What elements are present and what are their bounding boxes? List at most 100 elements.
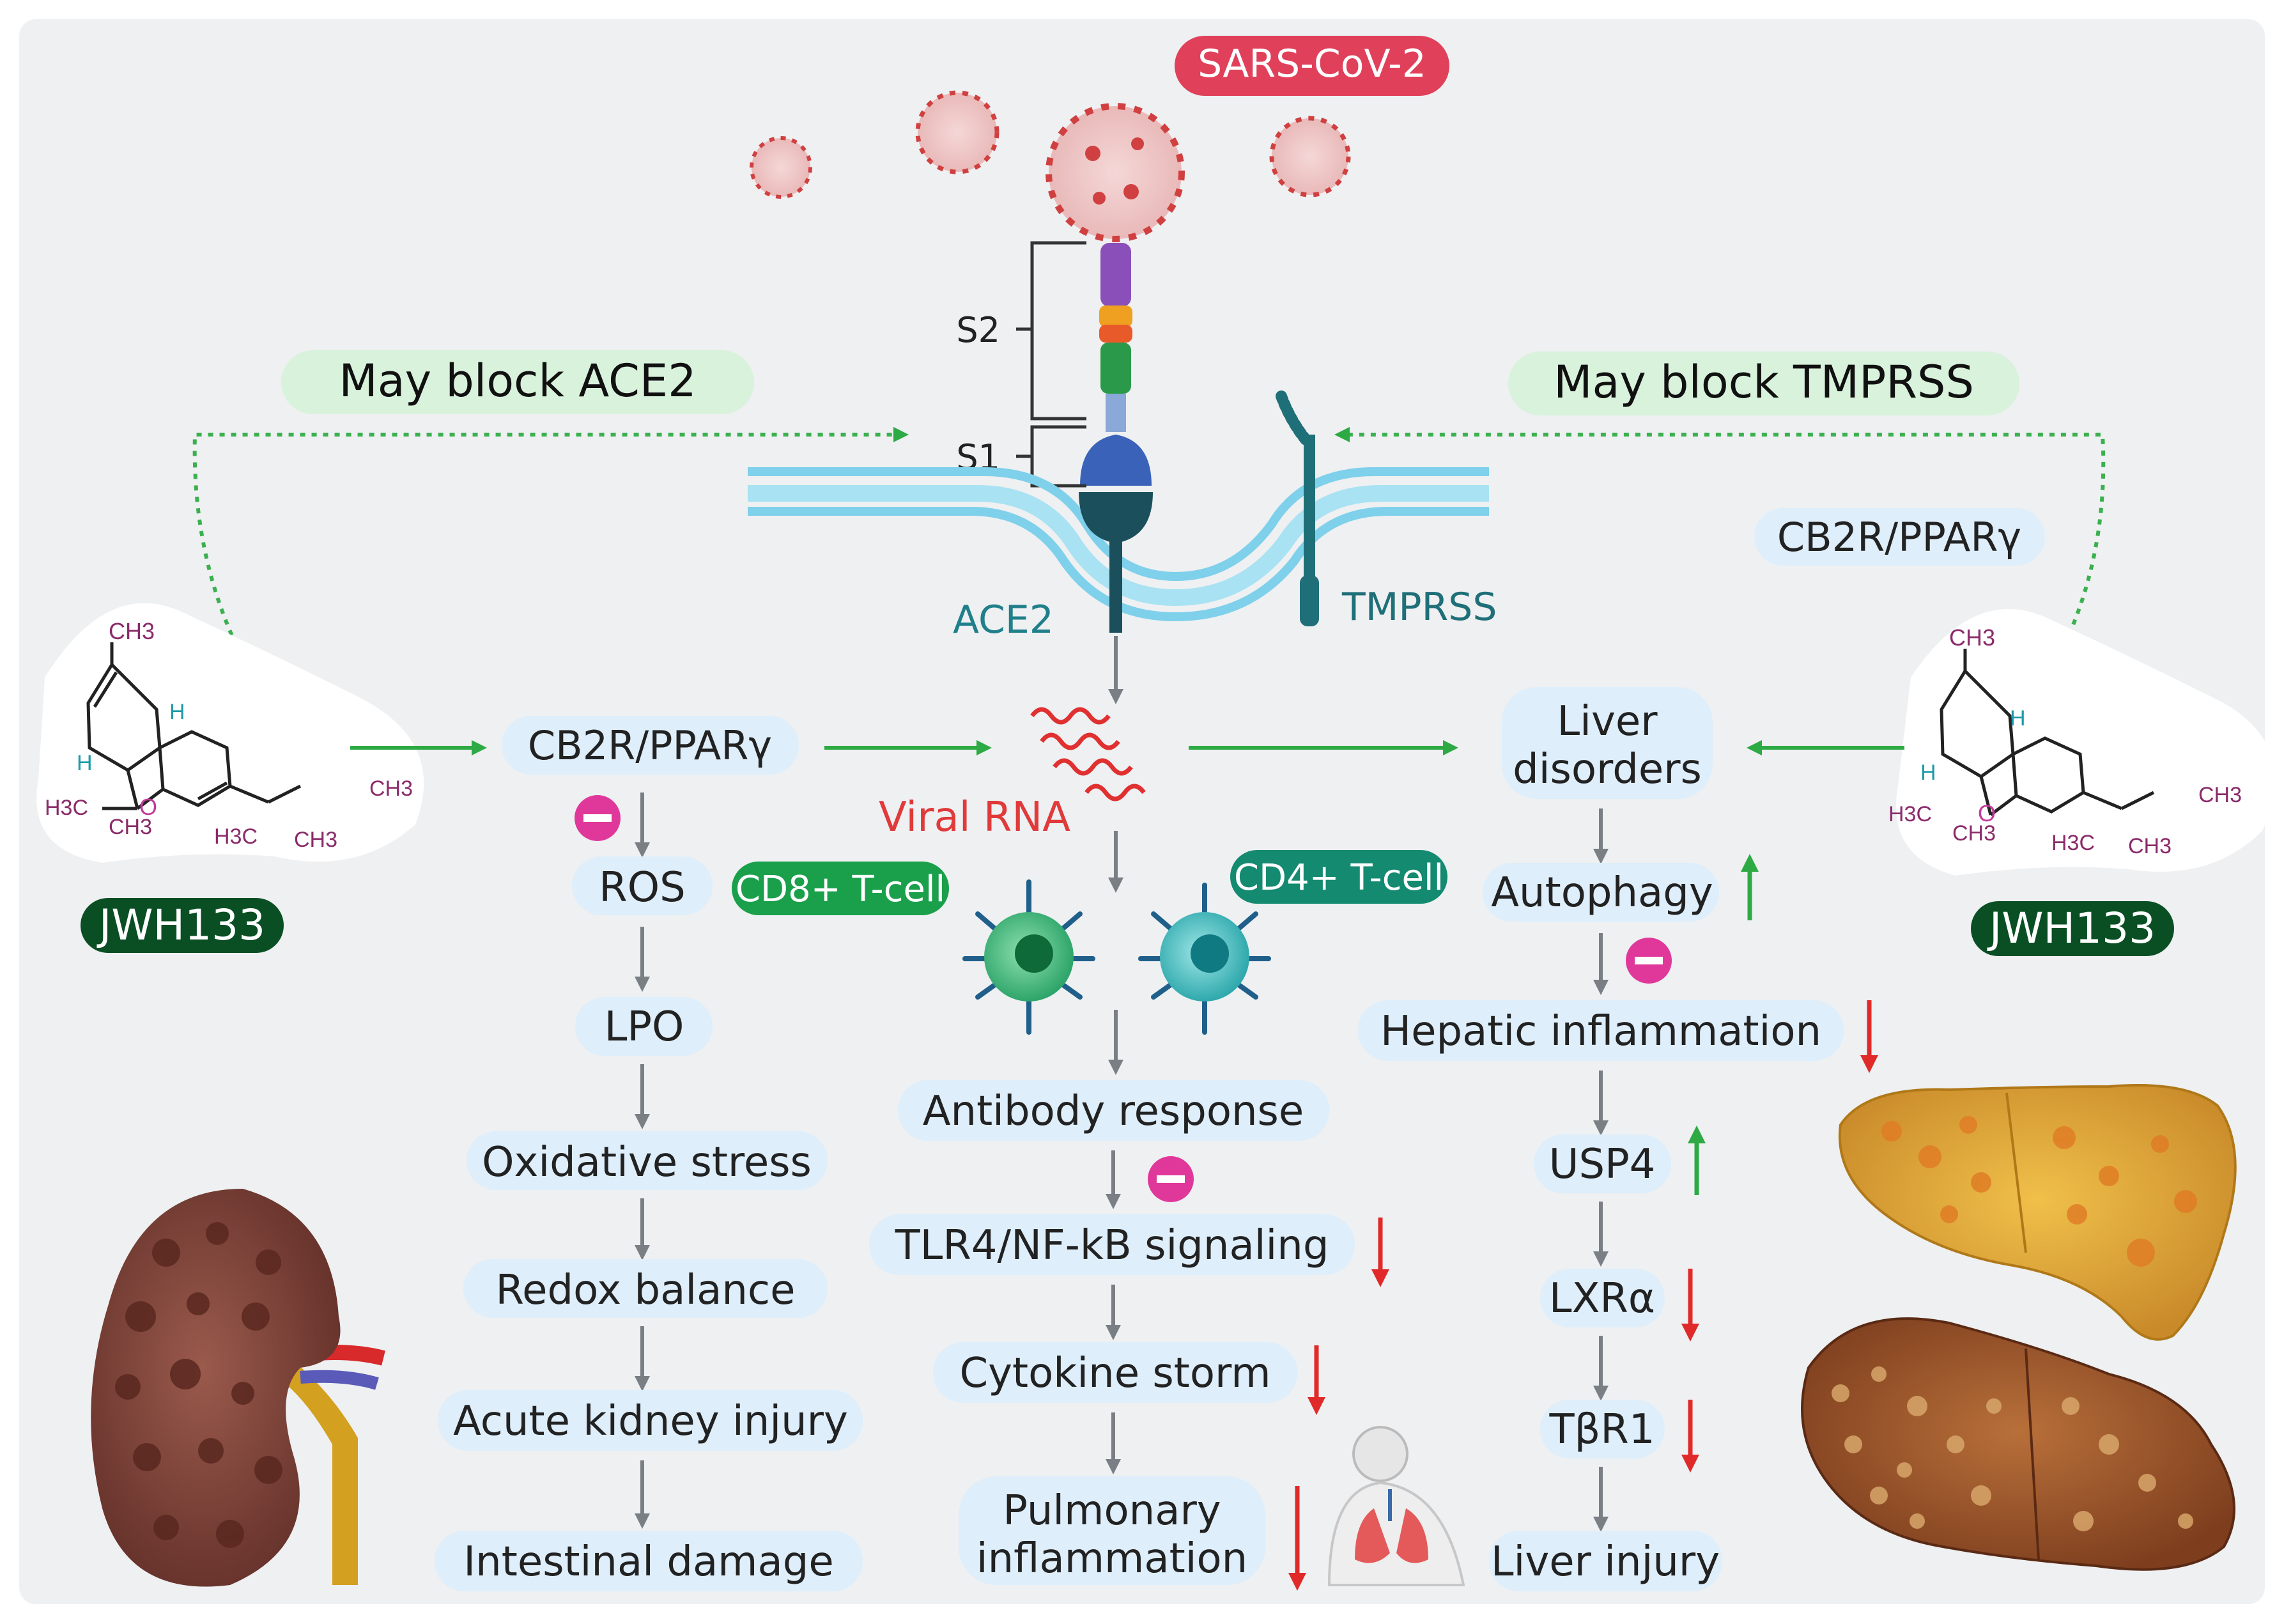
coughing-person-icon <box>1327 1426 1465 1586</box>
antibody-response-node: Antibody response <box>898 1080 1329 1141</box>
methyl-label: CH3 <box>109 815 152 839</box>
jwh133-badge-right: JWH133 <box>1971 901 2174 956</box>
methyl-label: CH3 <box>1949 624 1995 651</box>
methyl-label: H3C <box>214 824 258 849</box>
lpo-node: LPO <box>575 997 713 1056</box>
oxygen-label: O <box>1978 800 1996 826</box>
jwh133-right-label: JWH133 <box>1987 904 2156 953</box>
hydrogen-label: H <box>1920 761 1936 785</box>
methyl-label: CH3 <box>294 828 337 852</box>
cirrhotic-liver-icon <box>1801 1317 2235 1571</box>
tmprss-receptor: TMPRSS <box>1276 391 1497 630</box>
damaged-kidney-icon <box>91 1189 385 1587</box>
hepatic-inflammation-label: Hepatic inflammation <box>1380 1008 1821 1055</box>
pulmonary-label-line1: Pulmonary <box>1003 1487 1221 1535</box>
usp4-node: USP4 <box>1534 1134 1671 1193</box>
may-block-ace2: May block ACE2 <box>281 350 754 414</box>
cytokine-label: Cytokine storm <box>959 1350 1270 1397</box>
autophagy-node: Autophagy <box>1483 863 1719 922</box>
cb2r-ppar-left-label: CB2R/PPARγ <box>528 722 772 769</box>
virion-small-1 <box>750 136 812 199</box>
acute-kidney-injury-node: Acute kidney injury <box>438 1390 863 1451</box>
s2-bracket: S2 <box>956 241 1086 421</box>
lxr-label: LXRα <box>1549 1275 1655 1322</box>
block-ace2-arrow <box>192 427 909 647</box>
oxygen-label: O <box>139 794 157 820</box>
tmprss-label: TMPRSS <box>1341 585 1497 630</box>
jwh133-molecule-right: CH3 H H O H3C CH3 H3C CH3 CH3 <box>1888 608 2275 876</box>
sars-cov-2-label-group: SARS-CoV-2 <box>1175 36 1449 96</box>
cytokine-node: Cytokine storm <box>933 1342 1297 1403</box>
methyl-label: H3C <box>45 796 88 820</box>
intestinal-damage-label: Intestinal damage <box>463 1538 833 1586</box>
tbr1-node: TβR1 <box>1540 1400 1665 1458</box>
acute-kidney-injury-label: Acute kidney injury <box>453 1398 848 1445</box>
inhibit-icon <box>575 795 621 841</box>
viral-rna-icon <box>1030 707 1146 801</box>
ros-label: ROS <box>599 864 685 911</box>
fatty-liver-icon <box>1838 1084 2237 1341</box>
cd4-tcell-badge: CD4+ T-cell <box>1230 850 1447 904</box>
hepatic-inflammation-node: Hepatic inflammation <box>1358 1000 1844 1061</box>
oxidative-stress-label: Oxidative stress <box>482 1139 812 1186</box>
methyl-label: CH3 <box>1952 821 1996 846</box>
cd8-tcell-label: CD8+ T-cell <box>736 869 945 910</box>
redox-balance-label: Redox balance <box>496 1267 796 1314</box>
virion-small-2 <box>915 90 999 174</box>
liver-disorders-line2: disorders <box>1513 746 1702 793</box>
antibody-response-label: Antibody response <box>923 1088 1304 1135</box>
spike-protein <box>1080 243 1152 486</box>
hydrogen-label: H <box>77 751 93 775</box>
inhibit-icon <box>1148 1156 1194 1202</box>
sars-cov-2-pill <box>1175 36 1449 96</box>
methyl-label: H3C <box>2051 831 2095 855</box>
pulmonary-node: Pulmonary inflammation <box>959 1476 1265 1585</box>
cb2r-ppar-right-label: CB2R/PPARγ <box>1777 514 2021 561</box>
sars-cov-2-label: SARS-CoV-2 <box>1198 42 1426 86</box>
s2-label: S2 <box>956 310 1000 350</box>
pulmonary-label-line2: inflammation <box>976 1535 1247 1582</box>
virion-large <box>1046 103 1185 242</box>
jwh133-badge-left: JWH133 <box>81 898 284 953</box>
oxidative-stress-node: Oxidative stress <box>467 1131 828 1190</box>
redox-balance-node: Redox balance <box>463 1259 828 1318</box>
viral-rna-label: Viral RNA <box>879 794 1070 841</box>
may-block-tmprss-label: May block TMPRSS <box>1554 356 1974 408</box>
methyl-label: H3C <box>1888 802 1932 826</box>
jwh133-molecule-left: CH3 H H O H3C CH3 H3C CH3 CH3 <box>36 603 424 863</box>
methyl-label: CH3 <box>2128 834 2172 858</box>
virion-small-3 <box>1269 116 1351 197</box>
hydrogen-label: H <box>169 700 185 724</box>
hydrogen-label: H <box>2010 706 2026 731</box>
cb2r-ppar-left: CB2R/PPARγ <box>502 716 799 775</box>
block-tmprss-arrow <box>1334 427 2106 647</box>
intestinal-damage-node: Intestinal damage <box>435 1531 863 1591</box>
usp4-label: USP4 <box>1549 1141 1656 1188</box>
autophagy-label: Autophagy <box>1491 869 1713 916</box>
ace2-label: ACE2 <box>953 598 1054 642</box>
cd4-tcell-label: CD4+ T-cell <box>1234 857 1444 899</box>
methyl-label: CH3 <box>109 618 155 644</box>
liver-injury-node: Liver injury <box>1489 1531 1722 1591</box>
cd8-tcell-badge: CD8+ T-cell <box>732 862 949 915</box>
ace2-receptor: ACE2 <box>953 492 1153 642</box>
may-block-tmprss: May block TMPRSS <box>1508 352 2019 415</box>
cd4-tcell-icon <box>1138 883 1271 1035</box>
methyl-label: CH3 <box>369 777 413 801</box>
inhibit-icon <box>1626 938 1672 984</box>
cb2r-ppar-right: CB2R/PPARγ <box>1754 508 2045 566</box>
lxr-node: LXRα <box>1540 1269 1665 1327</box>
may-block-ace2-label: May block ACE2 <box>339 355 696 407</box>
liver-disorders-node: Liver disorders <box>1502 687 1713 799</box>
liver-injury-label: Liver injury <box>1491 1538 1720 1586</box>
methyl-label: CH3 <box>2198 783 2242 807</box>
tlr4-node: TLR4/NF-kB signaling <box>869 1214 1355 1275</box>
tbr1-label: TβR1 <box>1548 1406 1655 1453</box>
lpo-label: LPO <box>605 1003 684 1051</box>
jwh133-left-label: JWH133 <box>96 901 265 950</box>
liver-disorders-line1: Liver <box>1557 698 1658 745</box>
ros-node: ROS <box>572 856 713 915</box>
cd8-tcell-icon <box>962 879 1095 1035</box>
